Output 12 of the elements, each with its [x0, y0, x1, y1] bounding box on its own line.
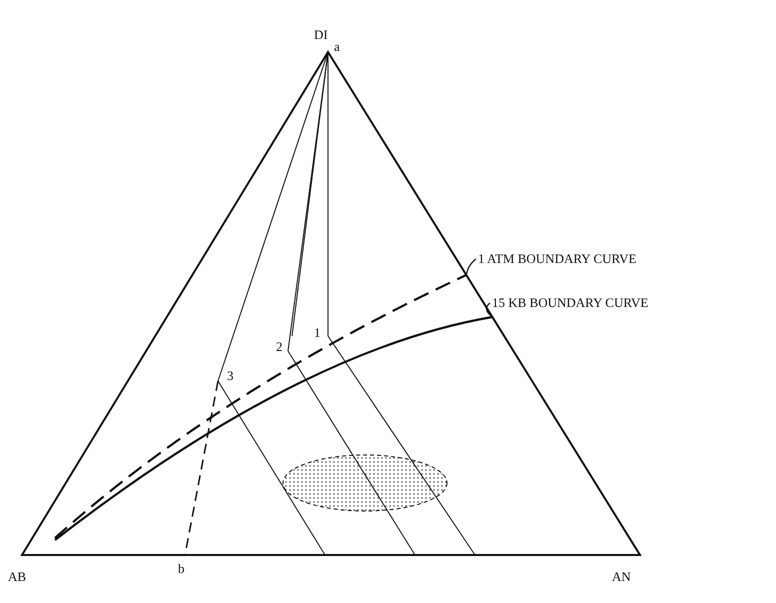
leader-line	[486, 302, 493, 318]
point-label: 1	[314, 326, 320, 340]
curve-label: 1 ATM BOUNDARY CURVE	[478, 252, 636, 266]
vertex-label: AB	[8, 570, 26, 584]
point-label: b	[178, 562, 184, 576]
vertex-label: AN	[612, 570, 631, 584]
vertex-label: DI	[314, 28, 328, 42]
point-label: 2	[276, 340, 282, 354]
point-label: a	[334, 40, 340, 54]
leader-line	[466, 258, 476, 276]
point-label: 3	[227, 369, 234, 383]
curve-label: 15 KB BOUNDARY CURVE	[492, 296, 648, 310]
